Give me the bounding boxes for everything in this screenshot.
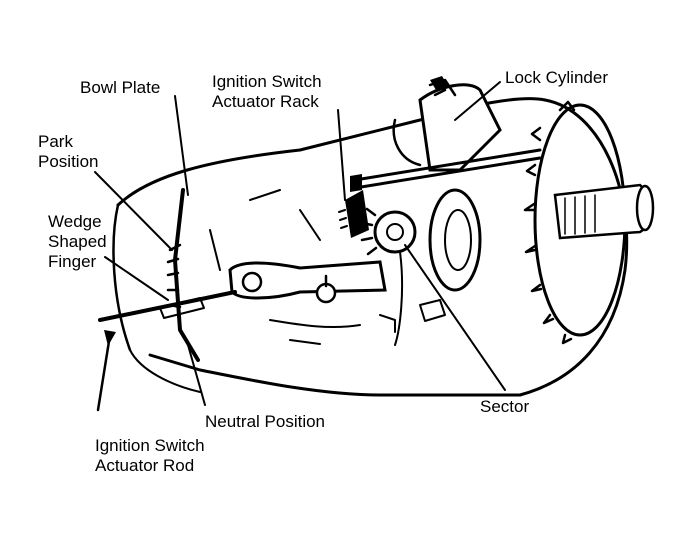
- upper-rods: [350, 148, 542, 192]
- label-bowl-plate: Bowl Plate: [80, 78, 161, 97]
- column-housing: [112, 97, 629, 397]
- leader-neutral-position: [187, 344, 206, 406]
- actuator-linkage: [98, 260, 387, 322]
- leader-lock-cylinder: [454, 81, 501, 121]
- label-actuator-rod: Ignition Switch Actuator Rod: [95, 436, 205, 475]
- bowl-plate: [166, 188, 200, 362]
- leader-actuator-rack: [337, 109, 346, 201]
- arrowhead-actuator-rod: [104, 330, 116, 346]
- label-lock-cylinder: Lock Cylinder: [505, 68, 608, 87]
- lower-details: [209, 189, 446, 345]
- leader-bowl-plate: [174, 95, 189, 196]
- label-park-position: Park Position: [38, 132, 99, 171]
- leader-wedge-finger: [104, 256, 169, 301]
- sector-gear: [360, 188, 482, 346]
- label-wedge-finger: Wedge Shaped Finger: [48, 212, 107, 271]
- label-sector: Sector: [480, 397, 530, 416]
- lock-plate: [523, 100, 655, 345]
- leader-actuator-rod: [96, 333, 112, 412]
- label-actuator-rack: Ignition Switch Actuator Rack: [212, 72, 322, 111]
- label-neutral-position: Neutral Position: [205, 412, 326, 431]
- actuator-rack: [338, 190, 369, 238]
- leader-park-position: [94, 171, 173, 251]
- lock-cylinder-housing: [392, 76, 502, 172]
- leader-lines: [94, 81, 506, 412]
- leader-sector: [404, 244, 506, 391]
